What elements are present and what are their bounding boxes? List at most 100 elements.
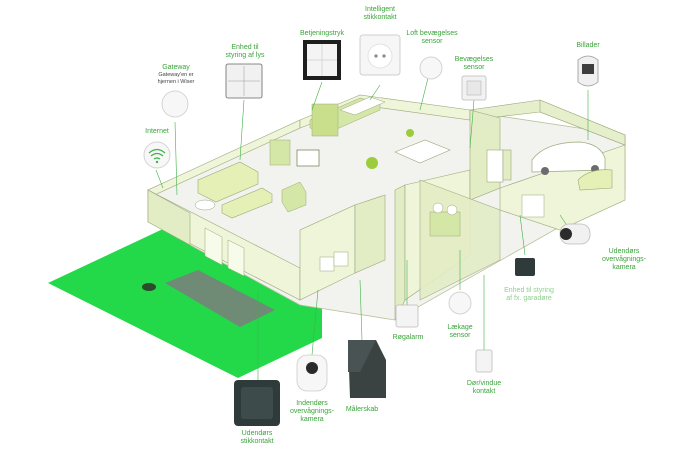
label-leak-sensor: Lækage sensor (440, 324, 480, 340)
line-motion (469, 99, 475, 149)
plant-2 (406, 129, 414, 137)
window-right (227, 239, 245, 277)
label-indoor-camera: Indendørs overvågnings- kamera (284, 400, 340, 424)
label-door-window-line2: kontakt (472, 388, 496, 395)
car-outdoor (577, 169, 613, 191)
door-window-device (475, 349, 493, 373)
label-outdoor-socket: Udendørs stikkontakt (230, 430, 284, 446)
line-gateway (174, 121, 178, 196)
label-meter-cabinet-line1: Målerskab (345, 406, 379, 413)
hall-cabinet (521, 194, 545, 218)
socket-pin (374, 54, 378, 58)
line-garage (519, 214, 526, 256)
indoor-camera-lens (306, 362, 318, 374)
label-smart-socket-line2: stikkontakt (363, 14, 397, 21)
outdoor-socket-face (241, 387, 273, 419)
fridge (486, 149, 504, 183)
gateway-device (161, 90, 189, 118)
label-outdoor-socket-line2: stikkontakt (240, 438, 274, 445)
window-left (204, 227, 223, 266)
label-outdoor-camera-line1: Udendørs (608, 248, 640, 255)
label-internet-title: Internet (145, 128, 169, 135)
label-control-switch: Betjeningstryk (296, 30, 348, 38)
garage-wall-side (539, 99, 626, 146)
label-garage-unit: Enhed til styring af fx. garadøre (496, 287, 562, 303)
line-cabinet (359, 279, 363, 341)
line-internet (155, 169, 164, 189)
label-car-charger: Billader (568, 42, 608, 50)
coffee-table (194, 199, 216, 211)
label-outdoor-socket-line1: Udendørs (241, 430, 273, 437)
label-motion-sensor-line1: Bevægelses (454, 56, 494, 63)
label-motion-sensor: Bevægelses sensor (452, 56, 496, 72)
car-charger-screen (582, 64, 594, 74)
dryer (333, 251, 349, 267)
fridge-2 (502, 149, 512, 181)
smoke-alarm-device (395, 304, 419, 328)
label-garage-unit-line1: Enhed til styring (504, 287, 554, 294)
connector-lines (155, 69, 589, 380)
line-light (239, 99, 245, 161)
label-leak-sensor-line2: sensor (449, 332, 471, 339)
label-indoor-camera-line3: kamera (300, 416, 324, 423)
label-motion-sensor-line2: sensor (463, 64, 485, 71)
sofa (197, 161, 259, 203)
label-door-window: Dør/vindue kontakt (462, 380, 506, 396)
label-indoor-camera-line2: overvågnings- (290, 408, 334, 415)
label-outdoor-camera-line3: kamera (612, 264, 636, 271)
label-light-unit-line1: Enhed til (231, 44, 259, 51)
partition-mid (394, 184, 406, 321)
washer (319, 256, 335, 272)
motion-sensor-face (466, 80, 482, 96)
label-smoke-alarm: Røgalarm (388, 334, 428, 342)
leak-sensor-device (448, 291, 472, 315)
meter-cabinet-door (348, 340, 376, 372)
kitchen-island (339, 96, 386, 116)
label-ceiling-sensor-line2: sensor (421, 38, 443, 45)
label-internet: Internet (135, 128, 179, 136)
plant (366, 157, 378, 169)
mirror (432, 202, 444, 214)
label-indoor-camera-line1: Indendørs (296, 400, 328, 407)
label-garage-unit-line2: af fx. garadøre (506, 295, 552, 302)
label-light-unit-line2: styring af lys (225, 52, 265, 59)
label-ceiling-sensor-line1: Loft bevægelses (406, 30, 458, 37)
label-car-charger-line1: Billader (576, 42, 600, 49)
label-outdoor-camera-line2: overvågnings- (602, 256, 646, 263)
label-leak-sensor-line1: Lækage (447, 324, 473, 331)
label-gateway-sub: Gateway'en er (158, 72, 194, 78)
smart-socket-face (367, 43, 393, 69)
front-wall-left-side (147, 189, 191, 246)
internet-device (143, 141, 171, 169)
bath-cabinet (429, 211, 461, 237)
armchair (281, 181, 307, 213)
label-outdoor-camera: Udendørs overvågnings- kamera (596, 248, 652, 272)
line-socket (369, 84, 381, 101)
label-light-unit: Enhed til styring af lys (222, 44, 268, 60)
tv (296, 149, 320, 167)
label-gateway-title: Gateway (162, 64, 190, 71)
lawn (48, 228, 322, 378)
socket-pin-2 (382, 54, 386, 58)
label-gateway-sub-2: hjernen i Wiser (157, 78, 195, 85)
label-smart-socket: Intelligent stikkontakt (356, 6, 404, 22)
label-door-window-line1: Dør/vindue (466, 380, 502, 387)
ceiling-sensor-device (419, 56, 443, 80)
garage-car (531, 141, 606, 173)
line-switch (311, 81, 323, 111)
outdoor-camera-lens (560, 228, 572, 240)
driveway (165, 270, 275, 327)
car-wheel (541, 167, 549, 175)
wifi-dot (155, 160, 159, 164)
label-smart-socket-line1: Intelligent (365, 6, 395, 13)
shelf (269, 139, 291, 166)
label-gateway: Gateway Gateway'en er hjernen i Wiser (150, 64, 202, 85)
line-camera-in (311, 289, 319, 356)
label-control-switch-line1: Betjeningstryk (300, 30, 344, 37)
label-meter-cabinet: Målerskab (340, 406, 384, 414)
kitchen-cabinet (311, 103, 339, 137)
partition-bath (354, 194, 386, 274)
dining-table (394, 139, 451, 164)
robot-mower (142, 283, 156, 291)
